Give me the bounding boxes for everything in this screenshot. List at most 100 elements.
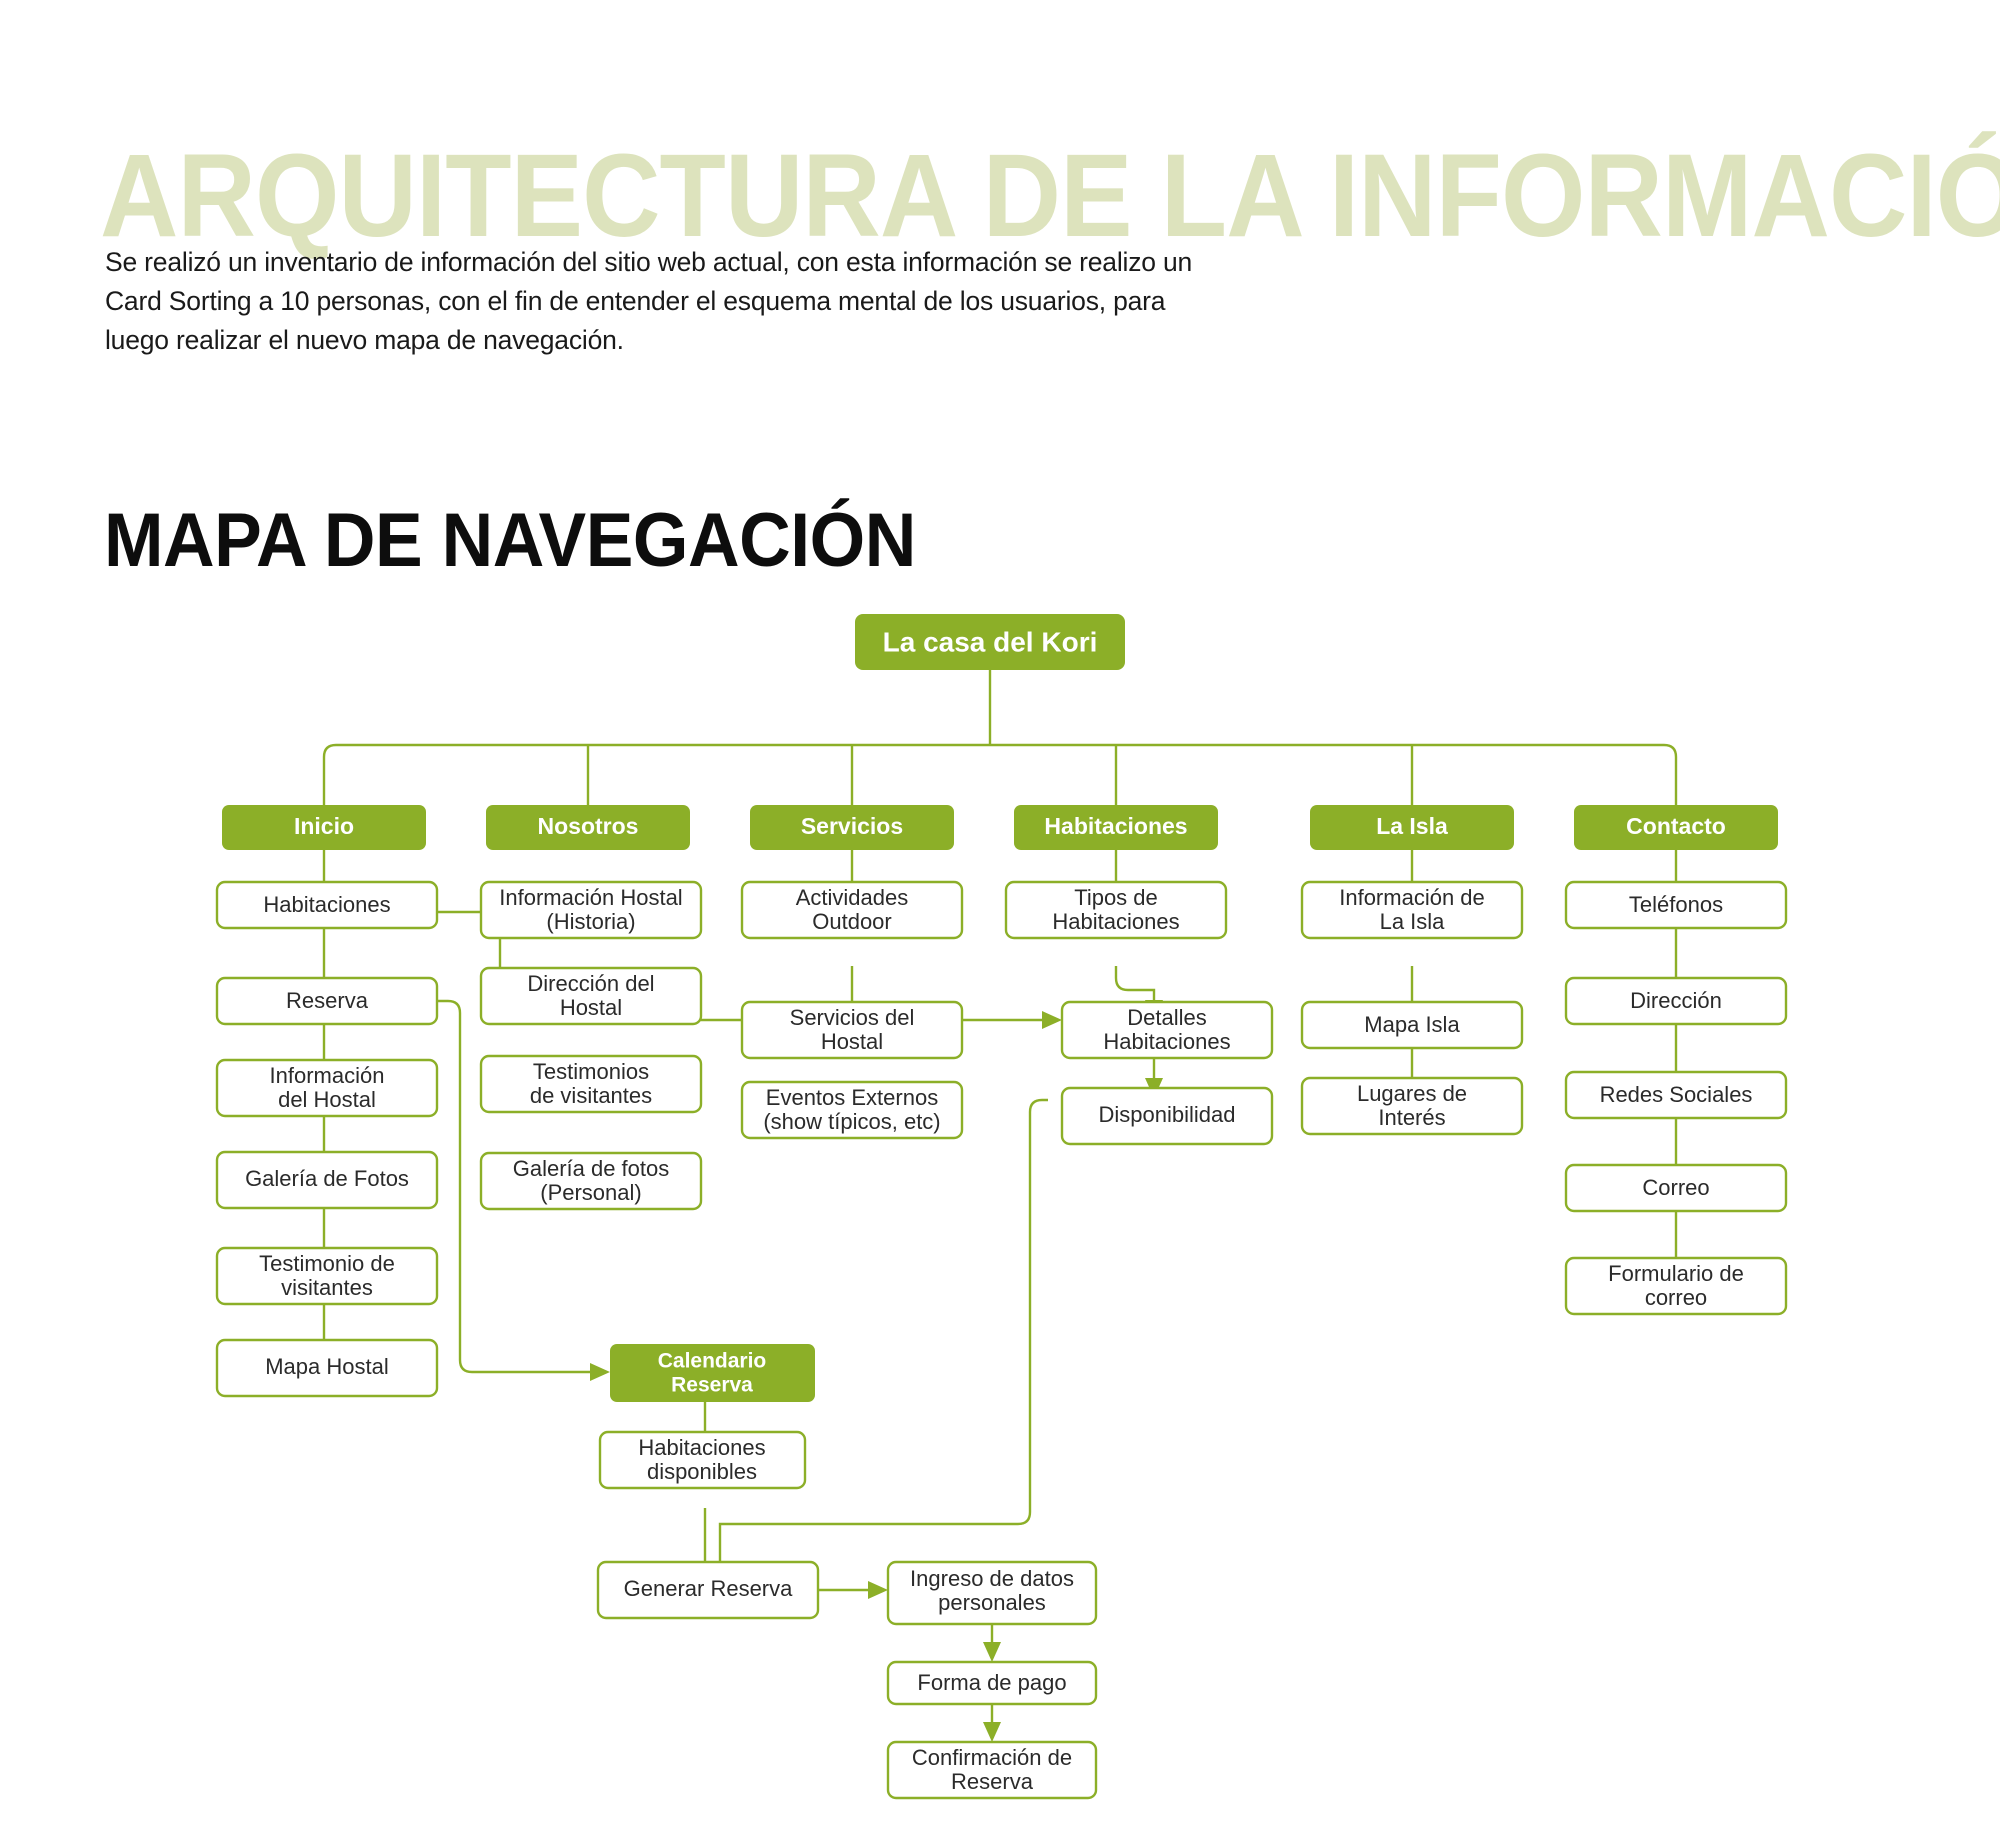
node-nosotros-informacion-historia-box[interactable] bbox=[479, 880, 703, 940]
node-forma-de-pago[interactable]: Forma de pago bbox=[886, 1660, 1098, 1706]
node-nosotros[interactable]: Nosotros bbox=[486, 805, 690, 850]
node-habitaciones-disponibles-box[interactable] bbox=[598, 1430, 807, 1490]
node-habitaciones-box[interactable] bbox=[1014, 805, 1218, 850]
connector-root-to-bus bbox=[322, 670, 1678, 805]
connector-generar-to-ingreso bbox=[818, 1581, 888, 1599]
node-contacto-direccion-box[interactable] bbox=[1564, 976, 1788, 1026]
node-inicio-informacion-hostal[interactable]: Información del Hostal bbox=[215, 1058, 439, 1118]
node-habitaciones-disponibilidad[interactable]: Disponibilidad bbox=[1060, 1086, 1274, 1146]
node-nosotros-box[interactable] bbox=[486, 805, 690, 850]
node-root-label: La casa del Kori bbox=[883, 626, 1098, 657]
node-ingreso-datos-personales-box[interactable] bbox=[886, 1560, 1098, 1626]
node-contacto-formulario[interactable]: Formulario de correo bbox=[1564, 1256, 1788, 1316]
node-root[interactable]: La casa del Kori bbox=[855, 614, 1125, 670]
node-contacto[interactable]: Contacto bbox=[1574, 805, 1778, 850]
node-contacto-direccion[interactable]: Dirección bbox=[1564, 976, 1788, 1026]
node-inicio-informacion-hostal-label-1: Información bbox=[270, 1063, 385, 1088]
node-contacto-telefonos-box[interactable] bbox=[1564, 880, 1788, 930]
node-nosotros-informacion-historia[interactable]: Información Hostal (Historia) bbox=[479, 880, 703, 940]
node-inicio-testimonio[interactable]: Testimonio de visitantes bbox=[215, 1246, 439, 1306]
node-generar-reserva-box[interactable] bbox=[596, 1560, 820, 1620]
node-contacto-redes-sociales[interactable]: Redes Sociales bbox=[1564, 1070, 1788, 1120]
node-servicios-actividades-outdoor-box[interactable] bbox=[740, 880, 964, 940]
node-inicio-mapa-hostal[interactable]: Mapa Hostal bbox=[215, 1338, 439, 1398]
node-contacto-box[interactable] bbox=[1574, 805, 1778, 850]
node-habitaciones-tipos-box[interactable] bbox=[1004, 880, 1228, 940]
node-forma-de-pago-box[interactable] bbox=[886, 1660, 1098, 1706]
node-contacto-redes-sociales-box[interactable] bbox=[1564, 1070, 1788, 1120]
node-nosotros-galeria-personal[interactable]: Galería de fotos (Personal) bbox=[479, 1151, 703, 1211]
node-inicio-testimonio-label-1: Testimonio de bbox=[259, 1251, 395, 1276]
node-ingreso-datos-personales[interactable]: Ingreso de datos personales bbox=[886, 1560, 1098, 1626]
node-la-isla-informacion[interactable]: Información de La Isla bbox=[1300, 880, 1524, 940]
node-nosotros-testimonios-box[interactable] bbox=[479, 1054, 703, 1114]
node-servicios-servicios-hostal-box[interactable] bbox=[740, 1000, 964, 1060]
node-la-isla-informacion-label-2: La Isla bbox=[1380, 909, 1446, 934]
node-contacto-telefonos[interactable]: Teléfonos bbox=[1564, 880, 1788, 930]
node-inicio-habitaciones[interactable]: Habitaciones bbox=[215, 880, 439, 930]
node-servicios-servicios-hostal[interactable]: Servicios del Hostal bbox=[740, 1000, 964, 1060]
node-nosotros-direccion[interactable]: Dirección del Hostal bbox=[479, 966, 703, 1026]
node-confirmacion-reserva[interactable]: Confirmación de Reserva bbox=[886, 1740, 1098, 1800]
node-servicios[interactable]: Servicios bbox=[750, 805, 954, 850]
node-inicio-habitaciones-box[interactable] bbox=[215, 880, 439, 930]
node-nosotros-testimonios[interactable]: Testimonios de visitantes bbox=[479, 1054, 703, 1114]
node-contacto-correo[interactable]: Correo bbox=[1564, 1163, 1788, 1213]
connector-reserva-to-calendario bbox=[437, 999, 610, 1381]
node-inicio-testimonio-box[interactable] bbox=[215, 1246, 439, 1306]
node-nosotros-informacion-historia-label-1: Información Hostal bbox=[499, 885, 682, 910]
node-confirmacion-reserva-label-1: Confirmación de bbox=[912, 1745, 1072, 1770]
node-la-isla-mapa-label: Mapa Isla bbox=[1364, 1012, 1460, 1037]
node-servicios-actividades-outdoor[interactable]: Actividades Outdoor bbox=[740, 880, 964, 940]
node-ingreso-datos-personales-label-2: personales bbox=[938, 1590, 1046, 1615]
node-habitaciones-label: Habitaciones bbox=[1044, 813, 1187, 839]
node-habitaciones-disponibles-label-1: Habitaciones bbox=[638, 1435, 765, 1460]
node-la-isla-informacion-box[interactable] bbox=[1300, 880, 1524, 940]
node-habitaciones-disponibilidad-box[interactable] bbox=[1060, 1086, 1274, 1146]
node-la-isla-informacion-label-1: Información de bbox=[1339, 885, 1485, 910]
node-la-isla-label: La Isla bbox=[1376, 813, 1448, 839]
node-contacto-correo-label: Correo bbox=[1642, 1175, 1709, 1200]
node-inicio-galeria-fotos-label: Galería de Fotos bbox=[245, 1166, 409, 1191]
node-confirmacion-reserva-box[interactable] bbox=[886, 1740, 1098, 1800]
node-contacto-formulario-label-1: Formulario de bbox=[1608, 1261, 1744, 1286]
node-servicios-box[interactable] bbox=[750, 805, 954, 850]
node-la-isla-lugares[interactable]: Lugares de Interés bbox=[1300, 1076, 1524, 1136]
node-habitaciones[interactable]: Habitaciones bbox=[1014, 805, 1218, 850]
node-nosotros-direccion-box[interactable] bbox=[479, 966, 703, 1026]
node-la-isla-lugares-label-2: Interés bbox=[1378, 1105, 1445, 1130]
node-servicios-eventos-externos[interactable]: Eventos Externos (show típicos, etc) bbox=[740, 1080, 964, 1140]
node-la-isla-lugares-box[interactable] bbox=[1300, 1076, 1524, 1136]
node-la-isla-mapa-box[interactable] bbox=[1300, 1000, 1524, 1050]
node-nosotros-direccion-label-1: Dirección del bbox=[527, 971, 654, 996]
node-habitaciones-detalles-box[interactable] bbox=[1060, 1000, 1274, 1060]
node-inicio-reserva-box[interactable] bbox=[215, 976, 439, 1026]
node-calendario-reserva-box[interactable] bbox=[610, 1344, 815, 1402]
node-contacto-correo-box[interactable] bbox=[1564, 1163, 1788, 1213]
node-inicio-galeria-fotos[interactable]: Galería de Fotos bbox=[215, 1150, 439, 1210]
node-inicio[interactable]: Inicio bbox=[222, 805, 426, 850]
node-inicio-mapa-hostal-box[interactable] bbox=[215, 1338, 439, 1398]
node-inicio-informacion-hostal-box[interactable] bbox=[215, 1058, 439, 1118]
node-la-isla-lugares-label-1: Lugares de bbox=[1357, 1081, 1467, 1106]
node-la-isla-mapa[interactable]: Mapa Isla bbox=[1300, 1000, 1524, 1050]
node-generar-reserva-label: Generar Reserva bbox=[624, 1576, 794, 1601]
node-servicios-eventos-externos-box[interactable] bbox=[740, 1080, 964, 1140]
node-nosotros-galeria-personal-box[interactable] bbox=[479, 1151, 703, 1211]
node-calendario-reserva-label-1: Calendario bbox=[658, 1350, 767, 1373]
node-root-box[interactable] bbox=[855, 614, 1125, 670]
node-habitaciones-detalles[interactable]: Detalles Habitaciones bbox=[1060, 1000, 1274, 1060]
node-la-isla[interactable]: La Isla bbox=[1310, 805, 1514, 850]
node-inicio-galeria-fotos-box[interactable] bbox=[215, 1150, 439, 1210]
section-title: MAPA DE NAVEGACIÓN bbox=[104, 498, 916, 584]
node-generar-reserva[interactable]: Generar Reserva bbox=[596, 1560, 820, 1620]
node-calendario-reserva[interactable]: Calendario Reserva bbox=[610, 1344, 815, 1402]
node-la-isla-box[interactable] bbox=[1310, 805, 1514, 850]
node-ingreso-datos-personales-label-1: Ingreso de datos bbox=[910, 1566, 1074, 1591]
node-habitaciones-tipos[interactable]: Tipos de Habitaciones bbox=[1004, 880, 1228, 940]
node-habitaciones-disponibles[interactable]: Habitaciones disponibles bbox=[598, 1430, 807, 1490]
node-contacto-formulario-box[interactable] bbox=[1564, 1256, 1788, 1316]
node-inicio-box[interactable] bbox=[222, 805, 426, 850]
node-inicio-reserva[interactable]: Reserva bbox=[215, 976, 439, 1026]
